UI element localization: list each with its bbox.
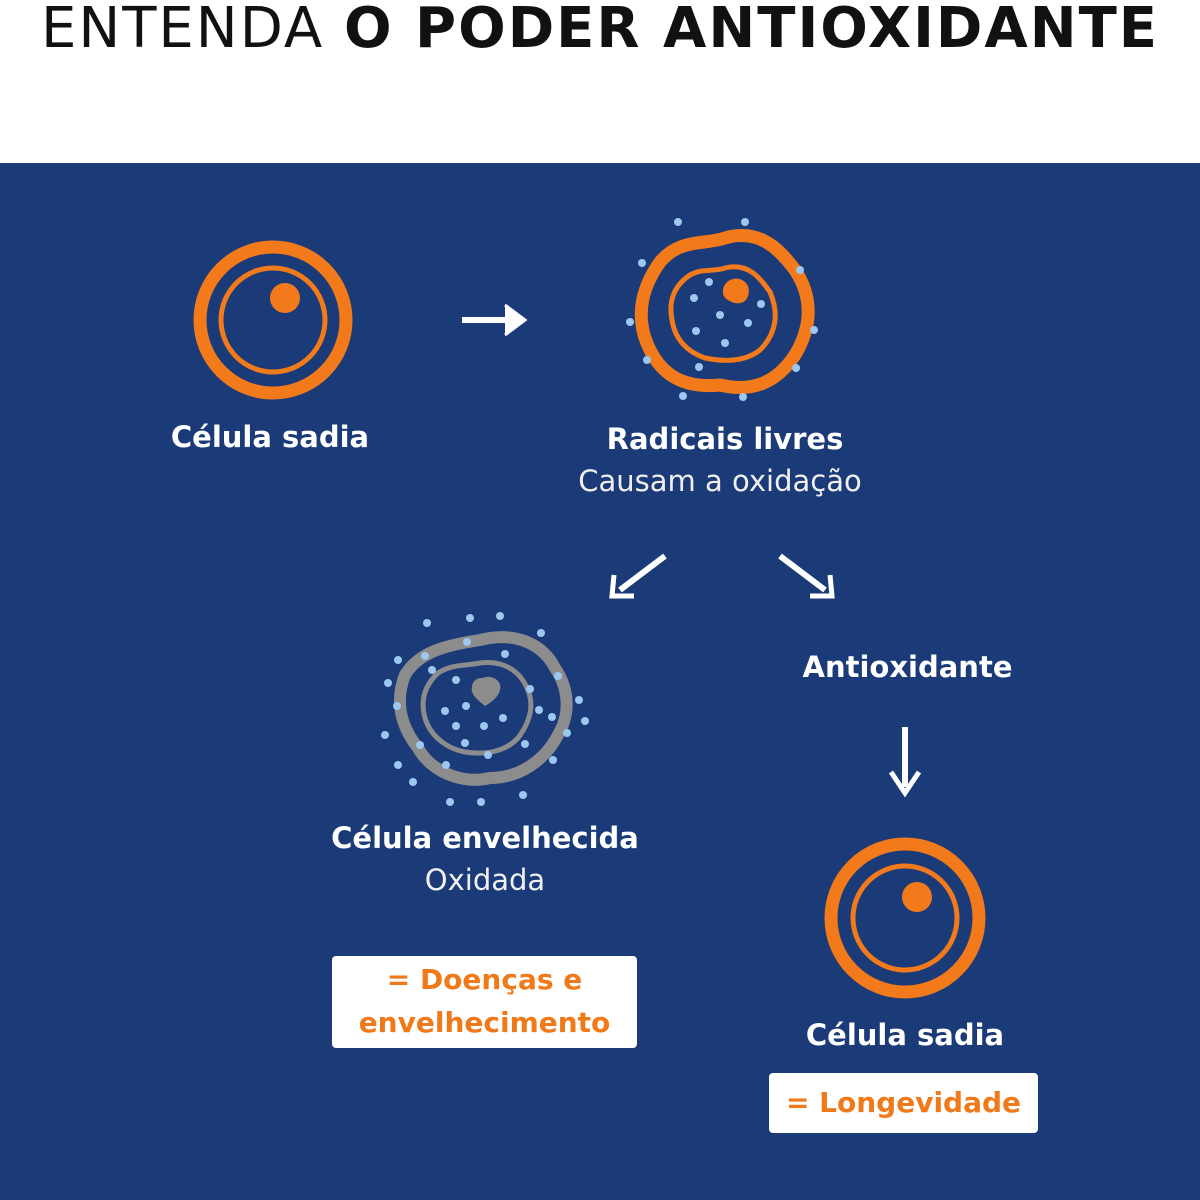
arrow-down-left-icon <box>609 553 667 599</box>
free-radicals-cell-icon <box>626 218 818 401</box>
arrow-down-icon <box>888 727 922 798</box>
healthy-cell-icon <box>193 240 353 400</box>
diagram-panel: Célula sadia Radicais livres Causam a ox… <box>0 163 1200 1200</box>
outcome-bad-line1: = Doenças e <box>386 963 583 996</box>
diagram-art <box>193 218 986 999</box>
outcome-bad-line2: envelhecimento <box>358 1006 611 1039</box>
arrow-down-right-icon <box>778 553 835 599</box>
healthy-result-cell-icon <box>824 837 986 999</box>
aged-cell-subtitle: Oxidada <box>424 863 546 897</box>
healthy-cell-label: Célula sadia <box>170 420 370 454</box>
outcome-bad-box: = Doenças e envelhecimento <box>332 956 637 1048</box>
healthy-result-label: Célula sadia <box>805 1018 1005 1052</box>
title-light: ENTENDA <box>40 0 344 61</box>
page-title: ENTENDA O PODER ANTIOXIDANTE <box>0 0 1200 61</box>
title-bold: O PODER ANTIOXIDANTE <box>343 0 1160 61</box>
aged-cell-label: Célula envelhecida <box>331 821 639 855</box>
aged-cell-icon <box>381 612 589 806</box>
free-radicals-label: Radicais livres <box>606 422 844 456</box>
free-radicals-subtitle: Causam a oxidação <box>578 464 862 498</box>
arrow-right-icon <box>462 303 528 337</box>
outcome-good-box: = Longevidade <box>769 1073 1038 1133</box>
antioxidant-label: Antioxidante <box>802 650 1013 684</box>
